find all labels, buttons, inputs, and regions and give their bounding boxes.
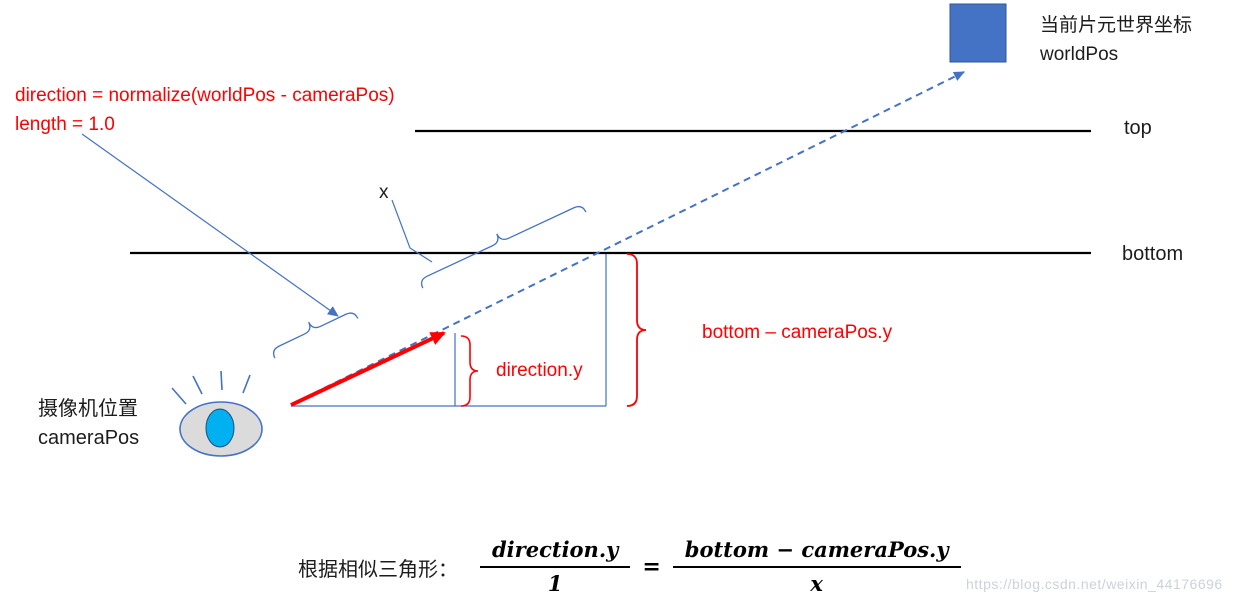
eyelash-line (220, 370, 223, 391)
eyelash-line (192, 375, 203, 395)
top-plane-label: top (1124, 117, 1152, 139)
worldpos-label-line1: 当前片元世界坐标 (1040, 15, 1193, 36)
eyelash-line (171, 387, 187, 405)
formula-fraction-right: bottom − cameraPos.y x (672, 537, 961, 598)
direction-annotation-line1: direction = normalize(worldPos - cameraP… (15, 85, 395, 106)
camera-eye-icon (171, 370, 263, 457)
similar-triangles-formula: 根据相似三角形： direction.y 1 = bottom − camera… (298, 537, 961, 598)
bottom-minus-camera-brace (626, 253, 647, 407)
camera-label-line2: cameraPos (38, 427, 140, 449)
eye-pupil (205, 408, 235, 448)
formula-frac2-denominator: x (810, 571, 823, 597)
x-label: x (379, 182, 389, 203)
x-label-leader-line (391, 199, 433, 263)
x-length-brace (420, 205, 587, 289)
worldpos-label: 当前片元世界坐标 worldPos (1040, 11, 1192, 69)
camera-label: 摄像机位置 cameraPos (38, 395, 139, 453)
direction-annotation-leader-line (81, 133, 339, 317)
view-ray-dashed-arrow (291, 71, 965, 405)
formula-frac2-numerator: bottom − cameraPos.y (672, 537, 961, 569)
formula-equals-sign: = (642, 554, 661, 581)
formula-prefix: 根据相似三角形： (298, 558, 458, 581)
formula-fraction-left: direction.y 1 (480, 537, 631, 598)
bottom-plane-label: bottom (1122, 243, 1184, 265)
eyelash-line (242, 374, 251, 394)
direction-annotation: direction = normalize(worldPos - cameraP… (15, 81, 395, 139)
worldpos-label-line2: worldPos (1040, 44, 1119, 65)
formula-frac1-numerator: direction.y (480, 537, 631, 569)
bottom-minus-camera-label: bottom – cameraPos.y (702, 322, 893, 343)
camera-label-line1: 摄像机位置 (38, 398, 138, 420)
watermark-url: https://blog.csdn.net/weixin_44176696 (966, 576, 1223, 592)
direction-y-brace (460, 335, 479, 407)
direction-vector-arrow (290, 331, 446, 407)
direction-annotation-line2: length = 1.0 (15, 114, 115, 135)
formula-frac1-denominator: 1 (547, 571, 563, 597)
direction-y-label: direction.y (496, 360, 583, 381)
worldpos-marker (949, 3, 1007, 63)
unit-length-brace (273, 312, 359, 359)
